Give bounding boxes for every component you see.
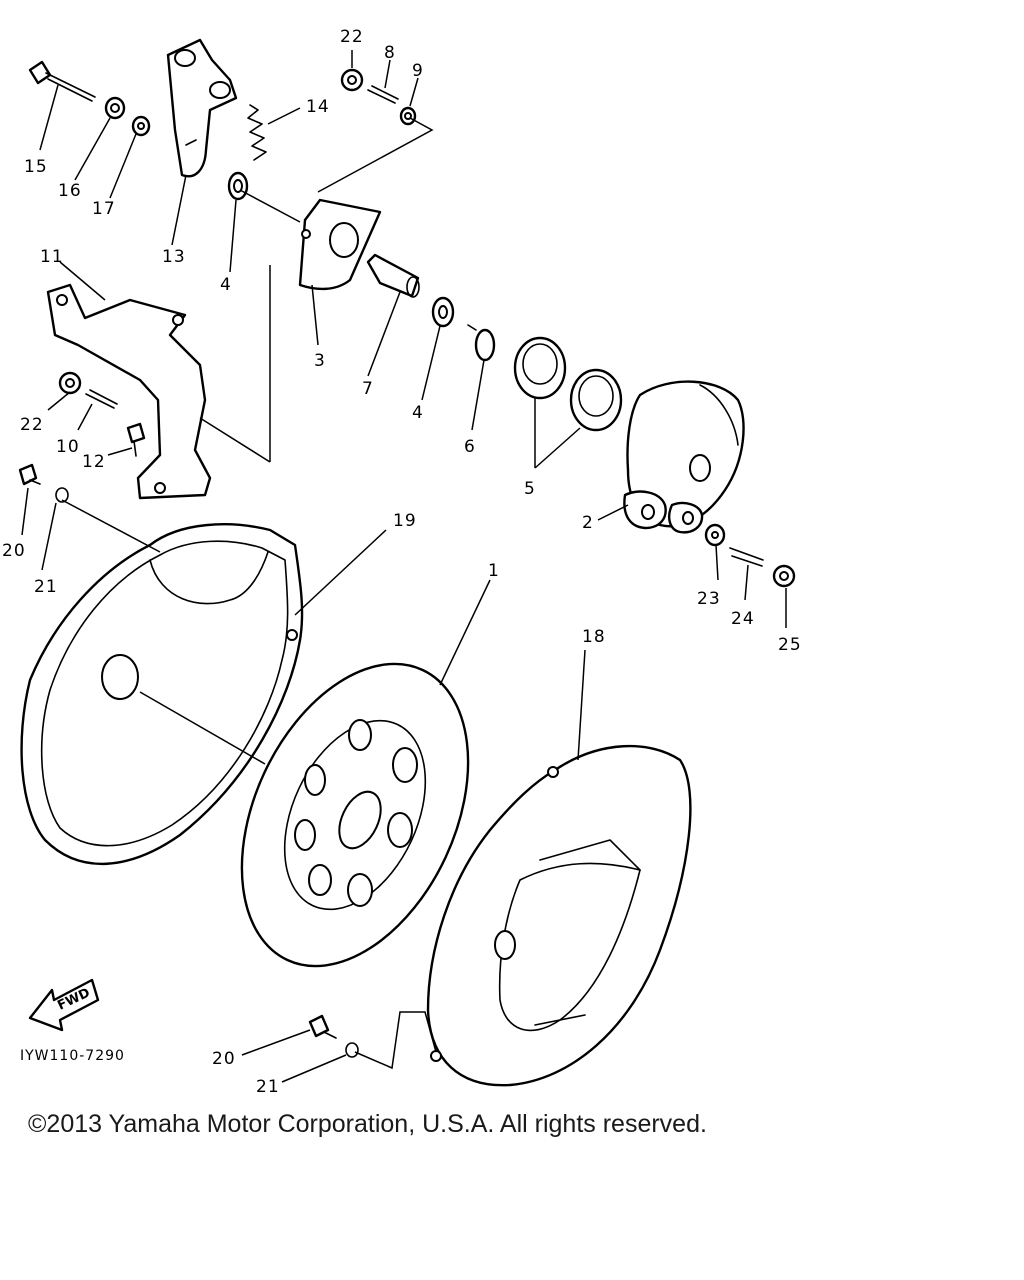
callout-labels: 22 8 9 14 15 16 17 13 4 11 3 7 4 6 5 22 … — [2, 27, 802, 1097]
part-1-brake-disc — [240, 662, 470, 968]
forward-arrow-icon: FWD — [28, 978, 100, 1032]
part-14-spring — [247, 104, 267, 161]
callout-6: 6 — [464, 437, 476, 457]
callout-17: 17 — [92, 199, 116, 219]
part-5-pad-pair — [513, 336, 623, 432]
part-22-nut-lower — [58, 371, 82, 395]
callout-12: 12 — [82, 452, 106, 472]
callout-20-upper: 20 — [2, 541, 26, 561]
callout-20-lower: 20 — [212, 1049, 236, 1069]
callout-14: 14 — [306, 97, 330, 117]
callout-19: 19 — [393, 511, 417, 531]
part-4-seal-upper — [227, 171, 249, 201]
part-7-cam-shaft — [366, 253, 420, 298]
callout-25: 25 — [778, 635, 802, 655]
part-11-bracket-plate — [46, 283, 212, 500]
callout-10: 10 — [56, 437, 80, 457]
callout-5: 5 — [524, 479, 536, 499]
cover-inspection-hole — [101, 654, 139, 700]
callout-3: 3 — [314, 351, 326, 371]
part-18-inner-shield — [426, 744, 692, 1087]
part-19-brake-cover — [20, 523, 304, 866]
part-15-bolt — [28, 60, 96, 102]
part-23-washer — [704, 523, 726, 547]
part-24-stud — [729, 547, 764, 567]
callout-11: 11 — [40, 247, 64, 267]
part-8-stud — [367, 85, 399, 104]
part-16-nut — [104, 96, 126, 120]
callout-9: 9 — [412, 61, 424, 81]
copyright-notice: ©2013 Yamaha Motor Corporation, U.S.A. A… — [28, 1110, 707, 1138]
callout-8: 8 — [384, 43, 396, 63]
callout-13: 13 — [162, 247, 186, 267]
part-20-bolt-lower — [308, 1014, 337, 1039]
callout-22-lower: 22 — [20, 415, 44, 435]
part-20-bolt-upper — [18, 463, 41, 486]
callout-22: 22 — [340, 27, 364, 47]
callout-24: 24 — [731, 609, 755, 629]
part-12-bolt — [126, 422, 146, 457]
diagram-reference-code: IYW110-7290 — [20, 1048, 125, 1064]
part-13-lever — [166, 38, 238, 178]
part-9-washer — [399, 106, 417, 126]
callout-1: 1 — [488, 561, 500, 581]
part-3-bracket — [298, 198, 382, 291]
callout-4-upper: 4 — [220, 275, 232, 295]
part-21-clip-lower — [345, 1042, 359, 1058]
part-21-clip-upper — [55, 487, 69, 503]
callout-18: 18 — [582, 627, 606, 647]
callout-21-upper: 21 — [34, 577, 58, 597]
part-22-nut-upper — [340, 68, 364, 92]
part-2-caliper-body — [623, 380, 745, 534]
callout-16: 16 — [58, 181, 82, 201]
part-17-washer — [131, 115, 151, 137]
callout-23: 23 — [697, 589, 721, 609]
callout-15: 15 — [24, 157, 48, 177]
callout-7: 7 — [362, 379, 374, 399]
part-25-nut — [772, 564, 796, 588]
leader-lines — [21, 50, 787, 1083]
part-10-stud — [85, 389, 118, 409]
part-4-seal-lower — [431, 296, 455, 328]
callout-4-lower: 4 — [412, 403, 424, 423]
callout-21-lower: 21 — [256, 1077, 280, 1097]
callout-2: 2 — [582, 513, 594, 533]
part-6-pin — [467, 324, 496, 362]
